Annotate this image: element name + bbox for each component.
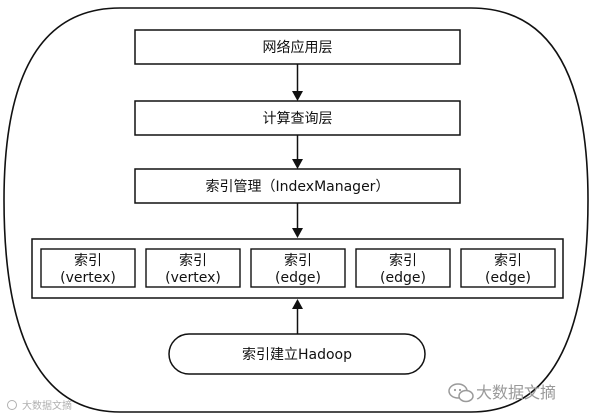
index-box-vertex-2: 索引 (vertex): [145, 248, 241, 288]
index-box-edge-2: 索引 (edge): [355, 248, 451, 288]
watermark-left-text: 大数据文摘: [22, 399, 72, 412]
wechat-small-icon: [7, 400, 17, 410]
index-box-type: (edge): [275, 270, 321, 286]
index-box-type: (edge): [380, 270, 426, 286]
index-box-title: 索引: [179, 252, 207, 269]
outer-container: [3, 7, 589, 413]
index-box-title: 索引: [74, 252, 102, 269]
index-box-title: 索引: [389, 252, 417, 269]
watermark-left: 大数据文摘: [7, 399, 72, 412]
arrow-down-2: [292, 135, 303, 169]
arrow-down-1: [292, 64, 303, 101]
network-application-layer: 网络应用层: [134, 29, 461, 65]
index-box-title: 索引: [284, 252, 312, 269]
index-manager-layer: 索引管理（IndexManager）: [134, 168, 461, 204]
index-box-type: (edge): [485, 270, 531, 286]
index-box-type: (vertex): [165, 270, 221, 286]
compute-query-layer-label: 计算查询层: [263, 111, 333, 127]
index-build-hadoop: 索引建立Hadoop: [168, 333, 426, 375]
index-box-edge-3: 索引 (edge): [460, 248, 556, 288]
wechat-icon: [448, 383, 474, 403]
compute-query-layer: 计算查询层: [134, 100, 461, 136]
index-box-title: 索引: [494, 252, 522, 269]
arrow-up: [292, 299, 303, 334]
index-build-hadoop-label: 索引建立Hadoop: [242, 346, 352, 363]
index-manager-layer-label: 索引管理（IndexManager）: [206, 178, 390, 195]
arrow-down-3: [292, 203, 303, 238]
index-box-vertex-1: 索引 (vertex): [40, 248, 136, 288]
watermark-right: 大数据文摘: [448, 383, 556, 403]
index-box-edge-1: 索引 (edge): [250, 248, 346, 288]
index-box-type: (vertex): [60, 270, 116, 286]
watermark-right-text: 大数据文摘: [476, 383, 556, 402]
network-application-layer-label: 网络应用层: [263, 39, 333, 56]
index-group-container: [31, 238, 564, 299]
